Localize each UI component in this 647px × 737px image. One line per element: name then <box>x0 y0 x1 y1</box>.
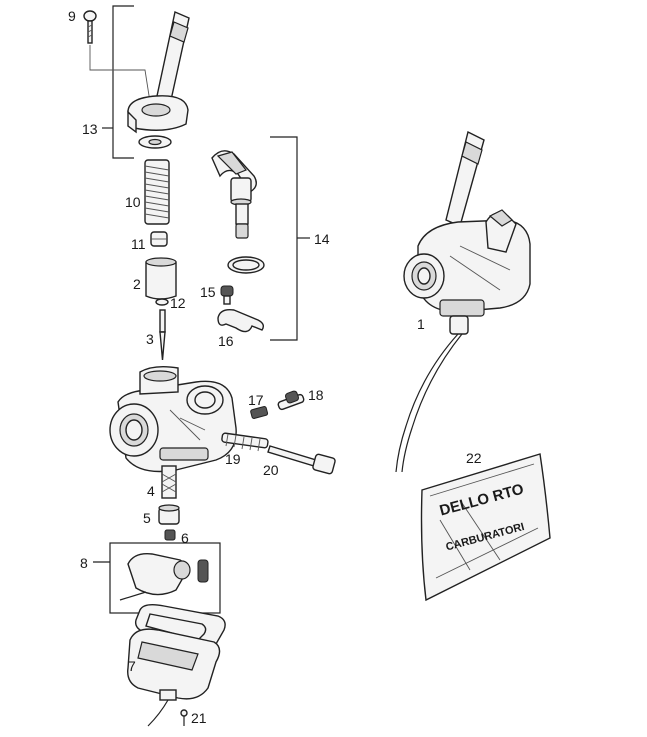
clip-12 <box>155 298 169 306</box>
jet-6 <box>164 529 176 541</box>
clip-11 <box>150 231 168 247</box>
spring-10 <box>144 159 170 225</box>
callout-1: 1 <box>417 316 425 332</box>
callout-6: 6 <box>181 530 189 546</box>
float-8 <box>119 553 209 601</box>
callout-14: 14 <box>314 231 330 247</box>
screw-9 <box>83 10 97 44</box>
callout-18: 18 <box>308 387 324 403</box>
spring-19 <box>221 432 269 452</box>
carburettor-body <box>109 365 237 473</box>
cable-cap-13 <box>127 11 190 134</box>
bracket-13 <box>102 5 134 159</box>
callout-8: 8 <box>80 555 88 571</box>
clamp-16 <box>217 308 265 333</box>
screw-15 <box>220 285 234 305</box>
callout-2: 2 <box>133 276 141 292</box>
needle-3 <box>159 309 166 361</box>
spring-17 <box>250 406 269 419</box>
callout-7: 7 <box>128 658 136 674</box>
callout-5: 5 <box>143 510 151 526</box>
filter-4 <box>161 465 177 499</box>
callout-22: 22 <box>466 450 482 466</box>
callout-12: 12 <box>170 295 186 311</box>
jet-5 <box>158 504 180 525</box>
kit-bag-22 <box>420 453 551 602</box>
idle-screw-20 <box>267 445 336 475</box>
callout-16: 16 <box>218 333 234 349</box>
screw-18 <box>277 390 305 411</box>
callout-15: 15 <box>200 284 216 300</box>
callout-19: 19 <box>225 451 241 467</box>
callout-4: 4 <box>147 483 155 499</box>
callout-17: 17 <box>248 392 264 408</box>
callout-9: 9 <box>68 8 76 24</box>
carburettor-assembly-1 <box>395 130 531 473</box>
callout-3: 3 <box>146 331 154 347</box>
callout-13: 13 <box>82 121 98 137</box>
callout-10: 10 <box>125 194 141 210</box>
screw-21 <box>180 709 188 726</box>
callout-21: 21 <box>191 710 207 726</box>
bracket-14 <box>270 136 310 341</box>
callout-20: 20 <box>263 462 279 478</box>
choke-14 <box>211 150 257 239</box>
throttle-slide-2 <box>145 257 177 300</box>
callout-11: 11 <box>131 236 146 252</box>
float-bowl-7 <box>127 628 221 727</box>
